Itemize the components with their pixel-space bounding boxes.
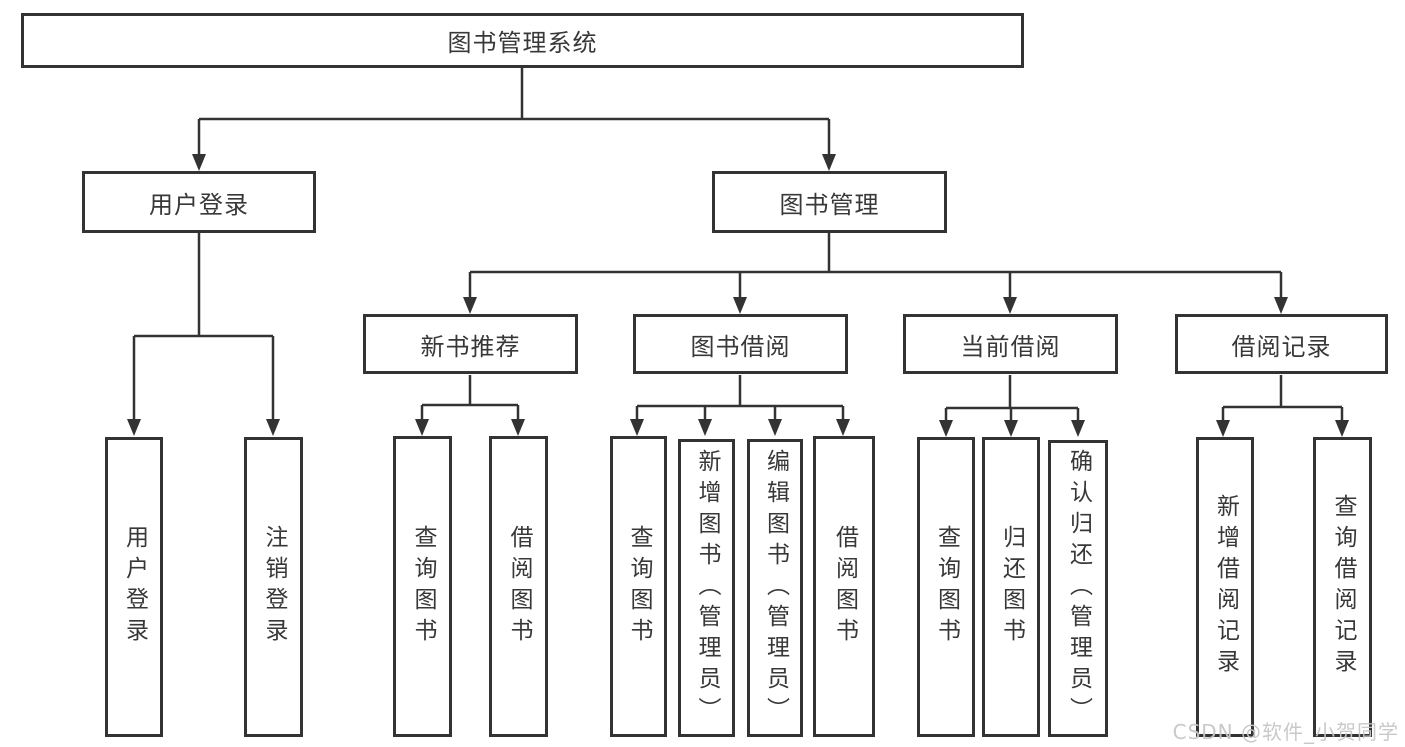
node-leaf-query-books-recommend: 查询图书 xyxy=(393,436,452,737)
arrowhead xyxy=(733,297,747,314)
arrowhead xyxy=(192,154,206,171)
arrowhead xyxy=(1003,297,1017,314)
node-leaf-add-borrow-record: 新增借阅记录 xyxy=(1196,437,1254,737)
node-module-borrow-records: 借阅记录 xyxy=(1175,314,1388,374)
node-leaf-query-books-borrow: 查询图书 xyxy=(610,436,667,737)
node-label: 图书借阅 xyxy=(690,332,791,361)
arrowhead xyxy=(1071,420,1085,437)
node-label: 新增借阅记录 xyxy=(1212,494,1239,680)
node-leaf-borrow-books: 借阅图书 xyxy=(813,436,875,737)
node-leaf-return-books: 归还图书 xyxy=(982,437,1040,737)
node-label: 查询借阅记录 xyxy=(1330,494,1356,680)
arrowhead xyxy=(1335,420,1349,437)
node-root: 图书管理系统 xyxy=(21,13,1024,68)
node-leaf-edit-books-admin: 编辑图书（管理员） xyxy=(747,439,803,737)
node-label: 确认归还（管理员） xyxy=(1065,449,1092,728)
node-branch-user-login: 用户登录 xyxy=(82,171,316,233)
arrowhead xyxy=(630,419,644,436)
node-label: 查询图书 xyxy=(933,525,960,649)
node-label: 注销登录 xyxy=(261,525,287,649)
node-label: 借阅记录 xyxy=(1231,332,1332,361)
node-module-book-borrow: 图书借阅 xyxy=(633,314,848,374)
node-leaf-add-books-admin: 新增图书（管理员） xyxy=(678,439,735,737)
node-label: 查询图书 xyxy=(626,524,652,649)
node-leaf-user-login: 用户登录 xyxy=(105,437,163,737)
node-label: 用户登录 xyxy=(149,190,249,219)
node-branch-book-management: 图书管理 xyxy=(712,171,947,233)
arrowhead xyxy=(127,419,141,436)
arrowhead xyxy=(511,419,525,436)
arrowhead xyxy=(415,419,429,436)
node-label: 归还图书 xyxy=(998,525,1025,649)
arrowhead xyxy=(836,419,850,436)
node-leaf-borrow-books-recommend: 借阅图书 xyxy=(489,436,548,737)
node-leaf-query-borrow-record: 查询借阅记录 xyxy=(1313,437,1372,737)
node-leaf-confirm-return-admin: 确认归还（管理员） xyxy=(1048,440,1108,737)
node-label: 新增图书（管理员） xyxy=(694,448,720,728)
node-label: 用户登录 xyxy=(121,525,148,649)
arrowhead xyxy=(266,419,280,436)
node-leaf-logout: 注销登录 xyxy=(244,437,303,737)
arrowhead xyxy=(1274,297,1288,314)
node-label: 借阅图书 xyxy=(831,524,858,649)
arrowhead xyxy=(939,420,953,437)
node-module-current-borrow: 当前借阅 xyxy=(903,314,1118,374)
node-label: 编辑图书（管理员） xyxy=(762,448,789,728)
node-leaf-query-books-current: 查询图书 xyxy=(917,437,975,737)
node-label: 图书管理系统 xyxy=(447,29,598,57)
arrowhead xyxy=(1004,420,1018,437)
node-label: 图书管理 xyxy=(779,190,880,219)
node-label: 新书推荐 xyxy=(420,332,521,361)
arrowhead xyxy=(822,154,836,171)
arrowhead xyxy=(768,419,782,436)
node-module-new-book-recommend: 新书推荐 xyxy=(363,314,578,374)
arrowhead xyxy=(463,297,477,314)
node-label: 当前借阅 xyxy=(960,332,1061,361)
node-label: 查询图书 xyxy=(410,524,436,649)
node-label: 借阅图书 xyxy=(506,524,532,649)
arrowhead xyxy=(698,419,712,436)
arrowhead xyxy=(1216,420,1230,437)
watermark: CSDN @软件_小贺同学 xyxy=(1172,720,1399,744)
